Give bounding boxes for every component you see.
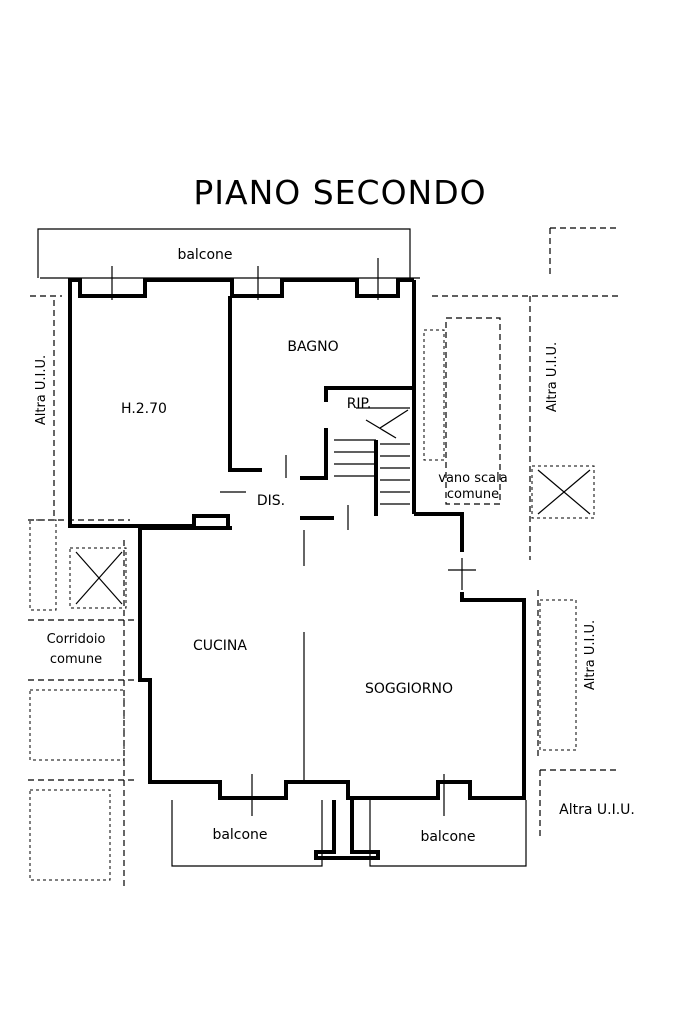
label-soggiorno: SOGGIORNO [365,681,453,697]
label-ripostiglio: RIP. [347,396,372,412]
label-balcone-top: balcone [177,247,232,263]
label-altra-uiu-right-bottom: Altra U.I.U. [559,802,635,818]
label-balcone-bottom-left: balcone [212,827,267,843]
label-altra-uiu-left: Altra U.I.U. [34,355,49,425]
label-vano-scala: vano scala [438,471,507,486]
plan-title: PIANO SECONDO [193,173,486,212]
label-camera-height: H.2.70 [121,401,167,417]
label-cucina: CUCINA [193,638,247,654]
walls [68,278,526,800]
openings [111,258,476,816]
neighbor-outlines [28,227,618,890]
label-altra-uiu-right-top: Altra U.I.U. [545,342,560,412]
label-disimpegno: DIS. [257,493,285,509]
stairs [334,407,410,505]
label-altra-uiu-right-mid: Altra U.I.U. [583,620,598,690]
label-corridoio: Corridoio [47,632,106,647]
label-vano-scala-comune: comune [447,487,499,502]
balconies-bottom [171,800,527,867]
label-corridoio-comune: comune [50,652,102,667]
label-balcone-bottom-right: balcone [420,829,475,845]
label-bagno: BAGNO [287,339,338,355]
